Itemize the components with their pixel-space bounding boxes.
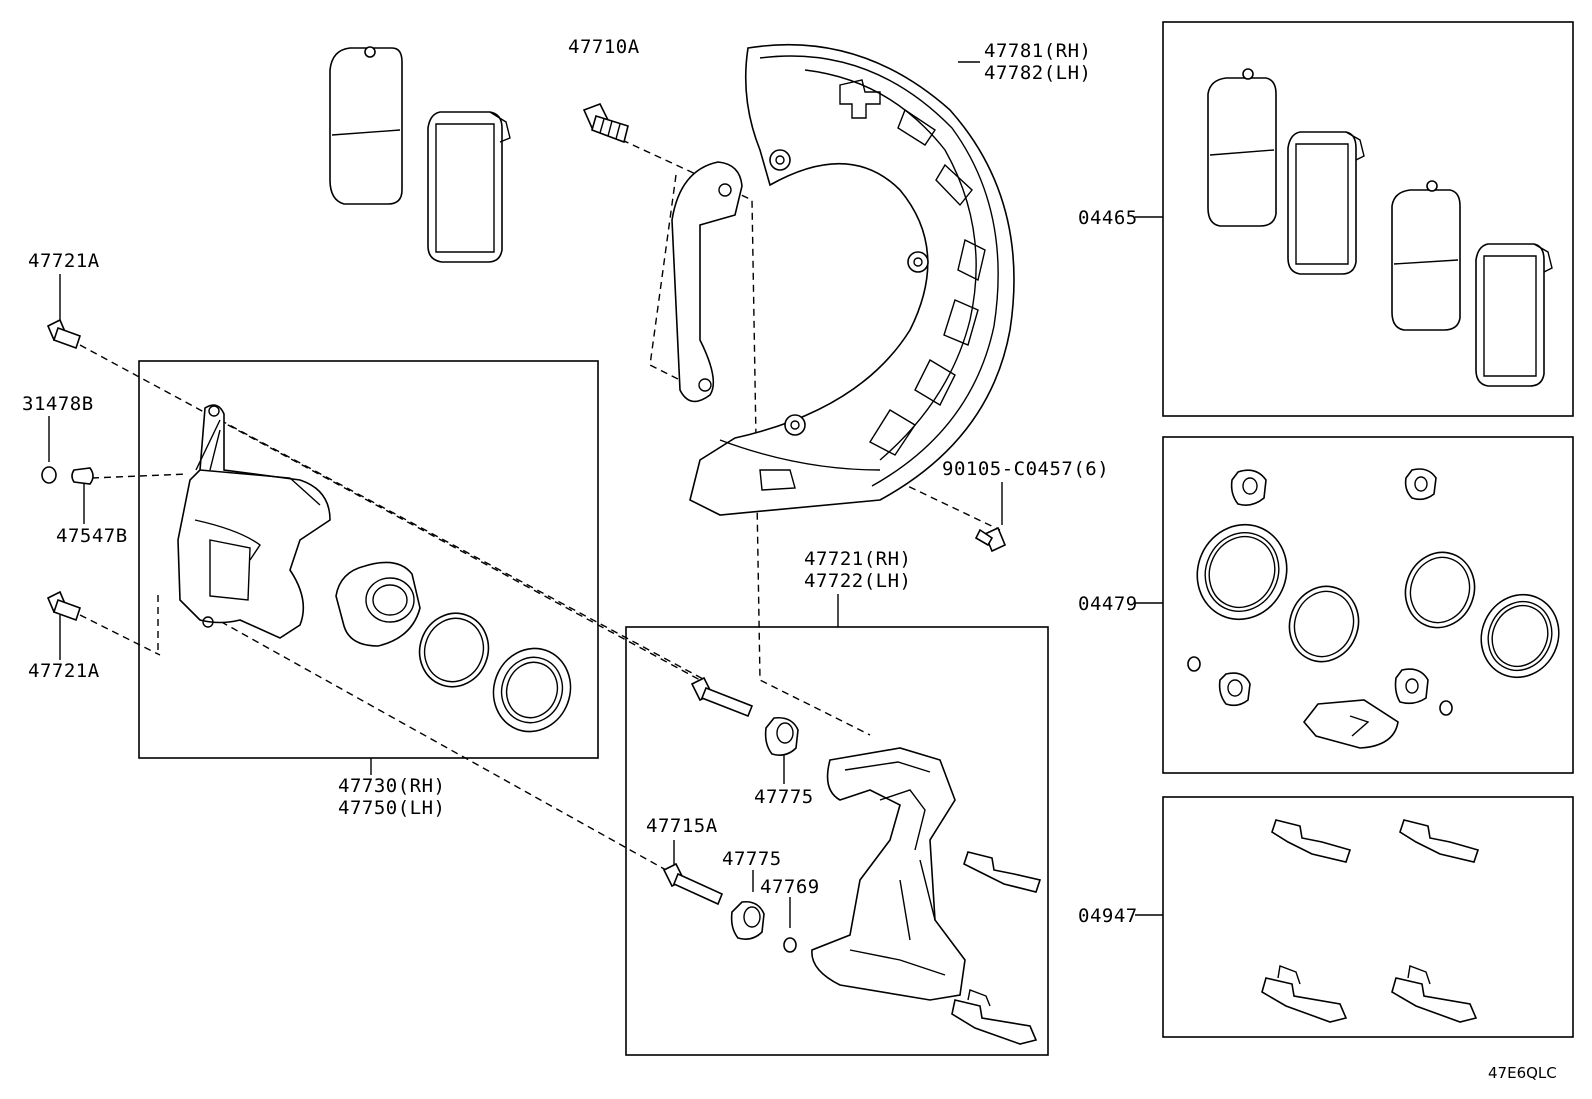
label-47730-rh: 47730(RH) <box>338 775 446 797</box>
label-47750-lh: 47750(LH) <box>338 797 446 819</box>
caliper-piston <box>335 561 421 647</box>
piston-seal <box>418 612 490 688</box>
cap-31478B <box>41 466 57 484</box>
label-47721A-bottom: 47721A <box>28 660 100 682</box>
bolt-90105 <box>974 526 1007 553</box>
seal-kit-frame <box>1162 436 1574 774</box>
label-04947: 04947 <box>1078 905 1138 927</box>
label-47721-rh: 47721(RH) <box>804 548 912 570</box>
pad-kit-frame <box>1162 21 1574 417</box>
label-47722-lh: 47722(LH) <box>804 570 912 592</box>
label-04479: 04479 <box>1078 593 1138 615</box>
leader-lines <box>48 61 1163 928</box>
kit-clips <box>1261 819 1480 1023</box>
diagram-reference-code: 47E6QLC <box>1488 1064 1557 1082</box>
dust-boot <box>492 647 572 733</box>
bushing-47769 <box>783 937 797 953</box>
bolt-47721A-upper <box>46 318 82 350</box>
kit-pad-1 <box>1207 68 1277 227</box>
label-04465: 04465 <box>1078 207 1138 229</box>
mounting-bracket-frame <box>625 626 1049 1056</box>
label-90105-C0457: 90105-C0457(6) <box>942 458 1110 480</box>
label-47721A-top: 47721A <box>28 250 100 272</box>
dust-shield-mount <box>671 161 743 403</box>
label-47710A: 47710A <box>568 36 640 58</box>
label-47547B: 47547B <box>56 525 128 547</box>
caliper-assembly-frame <box>138 360 599 759</box>
slide-pin-47715A <box>662 862 724 906</box>
label-47715A: 47715A <box>646 815 718 837</box>
label-47775-lower: 47775 <box>722 848 782 870</box>
kit-seals <box>1187 468 1560 749</box>
assembly-lines <box>79 139 1001 876</box>
label-47769: 47769 <box>760 876 820 898</box>
label-31478B: 31478B <box>22 393 94 415</box>
pin-boot-47775-upper <box>764 716 799 756</box>
kit-pad-4 <box>1475 243 1553 387</box>
clip-kit-frame <box>1162 796 1574 1038</box>
dust-shield <box>689 43 1015 516</box>
brake-pad-outer <box>329 46 403 205</box>
caliper-mounting-bracket <box>811 747 966 1001</box>
bolt-47721A-lower <box>46 590 82 622</box>
anti-rattle-clip-upper <box>963 851 1042 893</box>
label-47775-upper: 47775 <box>754 786 814 808</box>
label-47781-rh: 47781(RH) <box>984 40 1092 62</box>
brake-pad-inner <box>427 111 511 263</box>
anti-rattle-clip-lower <box>951 989 1038 1045</box>
label-47782-lh: 47782(LH) <box>984 62 1092 84</box>
caliper-body <box>177 404 331 639</box>
slide-pin-upper <box>690 676 754 718</box>
kit-pad-3 <box>1391 180 1461 331</box>
pin-boot-47775-lower <box>730 900 765 940</box>
bleeder-47547B <box>71 467 94 485</box>
kit-pad-2 <box>1287 131 1365 275</box>
bolt-47710A <box>582 102 629 144</box>
